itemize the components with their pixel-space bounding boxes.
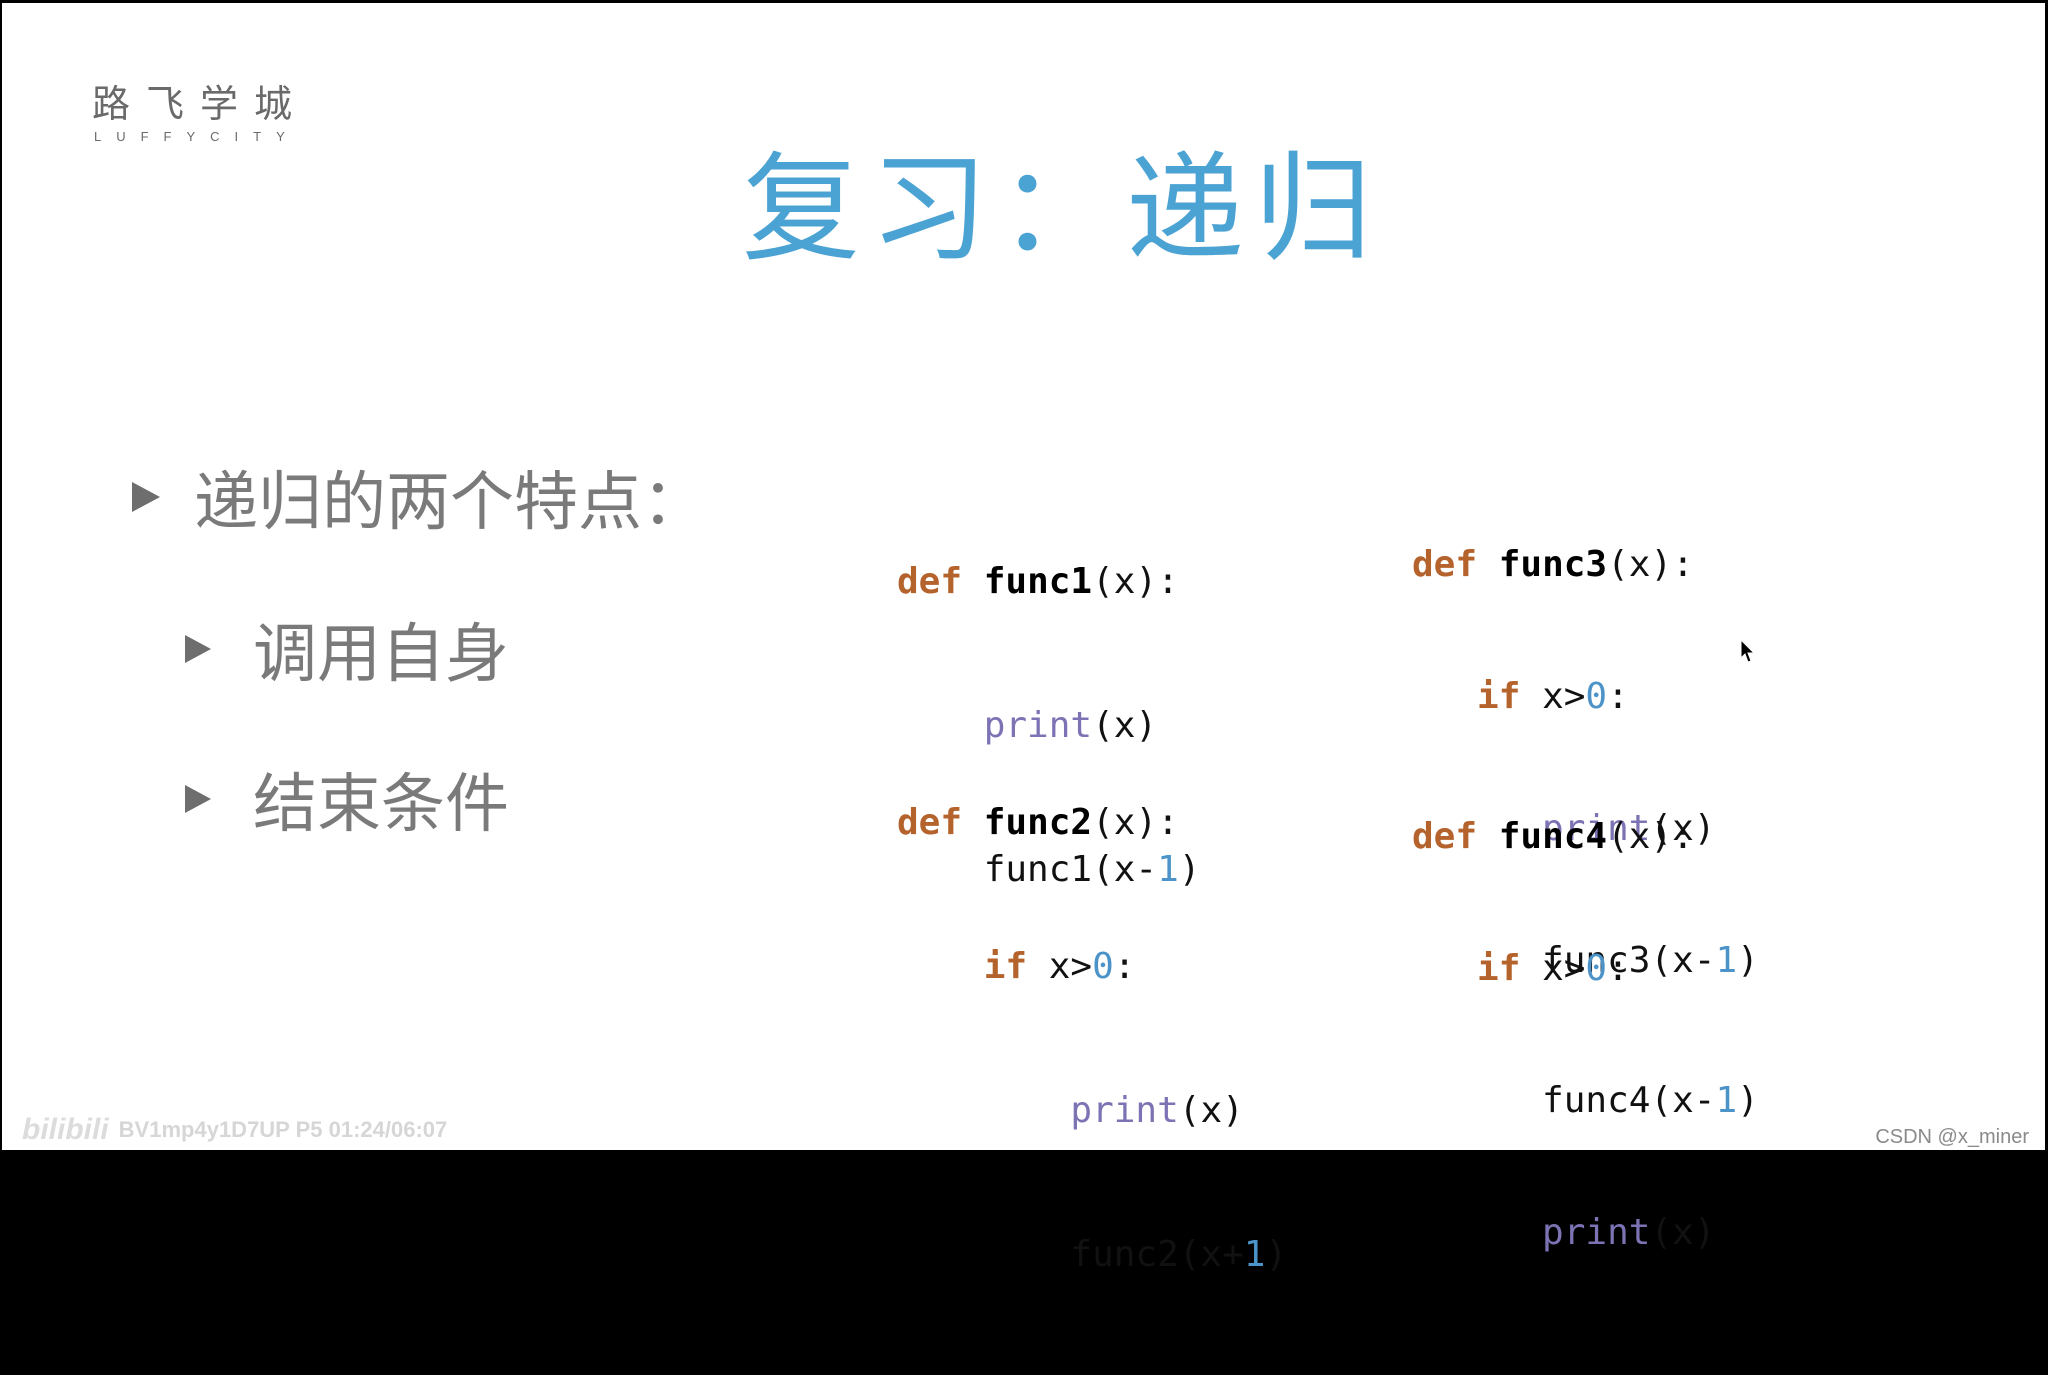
code-keyword: if — [1477, 948, 1521, 989]
video-watermark: bilibili BV1mp4y1D7UP P5 01:24/06:07 — [22, 1113, 447, 1147]
bullet-sub-1: 调用自身 — [185, 603, 509, 695]
code-number: 0 — [1585, 676, 1608, 717]
code-block-func1: def func1(x): print(x) func1(x-1) — [897, 462, 1200, 990]
code-text: ) — [1178, 849, 1201, 890]
code-number: 0 — [1092, 946, 1114, 987]
code-func-name: func3 — [1498, 544, 1608, 585]
code-block-func3: def func3(x): if x>0: print(x) func3(x-1… — [1412, 455, 1759, 1071]
code-block-func4: def func4(x): if x>0: func4(x-1) print(x… — [1412, 727, 1759, 1343]
code-text: func4(x- — [1542, 1080, 1716, 1121]
code-builtin: print — [1070, 1090, 1179, 1131]
code-text: func2(x+ — [1070, 1234, 1244, 1275]
code-text: x> — [1520, 676, 1586, 717]
logo-cn: 路飞学城 — [92, 82, 309, 126]
code-text: ) — [1265, 1234, 1288, 1275]
triangle-bullet-icon — [132, 482, 160, 512]
bullet-sub-2: 结束条件 — [185, 753, 509, 845]
slide: 路飞学城 LUFFYCITY 复习：递归 递归的两个特点： 调用自身 结束条件 … — [2, 3, 2045, 1275]
code-text: x> — [1520, 948, 1586, 989]
bullet-main-text: 递归的两个特点： — [194, 466, 706, 540]
code-number: 1 — [1243, 1234, 1266, 1275]
code-text: (x) — [1650, 1212, 1716, 1253]
code-text: func3(x- — [1542, 940, 1716, 981]
code-keyword: def — [1412, 544, 1478, 585]
logo-en: LUFFYCITY — [94, 129, 300, 144]
code-number: 1 — [1157, 849, 1179, 890]
code-text: (x) — [1178, 1090, 1244, 1131]
code-text: ) — [1737, 1080, 1759, 1121]
triangle-bullet-icon — [185, 785, 211, 813]
code-number: 0 — [1585, 948, 1608, 989]
mouse-cursor-icon — [1740, 639, 1756, 663]
code-text: : — [1607, 676, 1629, 717]
code-number: 1 — [1715, 1080, 1738, 1121]
bullet-sub-1-text: 调用自身 — [253, 618, 509, 692]
code-builtin: print — [1542, 808, 1651, 849]
code-text: func1(x- — [983, 849, 1158, 890]
code-keyword: def — [897, 561, 963, 602]
video-id-time: BV1mp4y1D7UP P5 01:24/06:07 — [118, 1117, 448, 1142]
triangle-bullet-icon — [185, 635, 211, 663]
code-text: (x) — [1092, 705, 1158, 746]
code-keyword: def — [897, 802, 963, 843]
bullet-main: 递归的两个特点： — [132, 451, 706, 543]
code-text: ) — [1737, 940, 1759, 981]
code-func-name: func4 — [1498, 816, 1608, 857]
bilibili-logo: bilibili — [22, 1113, 109, 1146]
code-keyword: if — [983, 946, 1028, 987]
code-block-func2: def func2(x): if x>0: print(x) func2(x+1… — [897, 703, 1287, 1375]
slide-title: 复习：递归 — [742, 140, 1383, 278]
code-text: : — [1113, 946, 1136, 987]
code-text: (x): — [1607, 544, 1694, 585]
code-text: x> — [1027, 946, 1093, 987]
code-func-name: func2 — [983, 802, 1093, 843]
code-number: 1 — [1715, 940, 1738, 981]
code-keyword: if — [1477, 676, 1521, 717]
code-text: : — [1607, 948, 1629, 989]
bullet-sub-2-text: 结束条件 — [253, 768, 509, 842]
code-text: (x) — [1650, 808, 1716, 849]
code-func-name: func1 — [983, 561, 1093, 602]
code-text: (x): — [1607, 816, 1694, 857]
code-text: (x): — [1092, 561, 1179, 602]
code-keyword: def — [1412, 816, 1478, 857]
code-builtin: print — [983, 705, 1093, 746]
code-builtin: print — [1542, 1212, 1651, 1253]
code-text: (x): — [1092, 802, 1179, 843]
csdn-watermark: CSDN @x_miner — [1875, 1126, 2029, 1148]
